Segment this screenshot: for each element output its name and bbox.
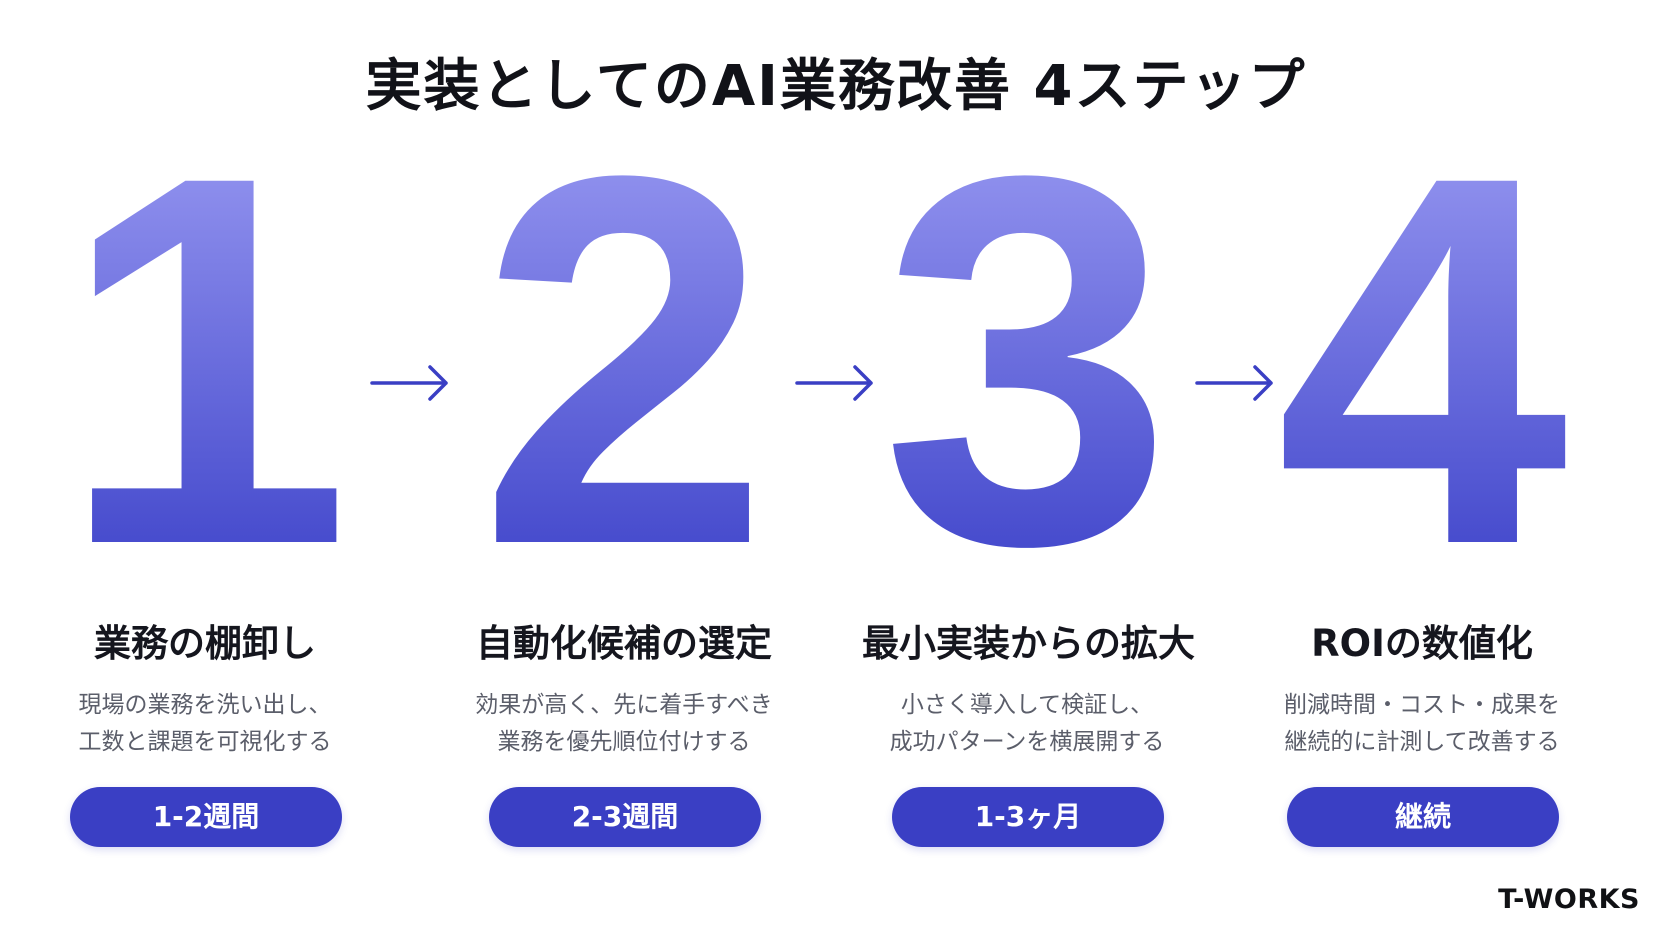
step-number-2: 2 <box>459 150 789 590</box>
step-title-2: 自動化候補の選定 <box>476 622 772 665</box>
duration-badge-3: 1-3ヶ月 <box>892 787 1164 847</box>
step-title-4: ROIの数値化 <box>1311 622 1533 665</box>
arrow-icon <box>1195 361 1277 405</box>
step-number-3: 3 <box>862 150 1192 590</box>
step-description-3-line-1: 小さく導入して検証し、 <box>900 692 1154 718</box>
brand-logo: T-WORKS <box>1498 884 1640 915</box>
step-number-4-glyph: 4 <box>1276 150 1571 590</box>
step-description-3-line-2: 成功パターンを横展開する <box>889 729 1165 755</box>
step-title-1: 業務の棚卸し <box>94 622 316 665</box>
step-3: 3 最小実装からの拡大 小さく導入して検証し、 成功パターンを横展開する 1-3… <box>862 150 1195 870</box>
step-number-1: 1 <box>40 150 370 590</box>
step-description-2-line-1: 効果が高く、先に着手すべき <box>475 692 773 718</box>
duration-badge-1: 1-2週間 <box>70 787 342 847</box>
duration-badge-4: 継続 <box>1287 787 1559 847</box>
step-description-1-line-1: 現場の業務を洗い出し、 <box>78 692 332 718</box>
duration-badge-2: 2-3週間 <box>489 787 761 847</box>
step-2: 2 自動化候補の選定 効果が高く、先に着手すべき 業務を優先順位付けする 2-3… <box>459 150 789 870</box>
step-number-3-glyph: 3 <box>881 150 1173 590</box>
step-title-3: 最小実装からの拡大 <box>862 622 1195 665</box>
step-number-1-glyph: 1 <box>59 150 351 590</box>
page-title: 実装としてのAI業務改善 4ステップ <box>365 54 1307 119</box>
arrow-icon <box>795 361 877 405</box>
step-description-2-line-2: 業務を優先順位付けする <box>497 729 751 755</box>
step-4: 4 ROIの数値化 削減時間・コスト・成果を 継続的に計測して改善する 継続 <box>1257 150 1587 870</box>
step-description-1-line-2: 工数と課題を可視化する <box>78 729 332 755</box>
step-description-4-line-2: 継続的に計測して改善する <box>1284 729 1560 755</box>
step-1: 1 業務の棚卸し 現場の業務を洗い出し、 工数と課題を可視化する 1-2週間 <box>40 150 370 870</box>
step-number-2-glyph: 2 <box>478 150 770 590</box>
arrow-icon <box>370 361 452 405</box>
step-number-4: 4 <box>1257 150 1587 590</box>
step-description-4-line-1: 削減時間・コスト・成果を <box>1284 692 1560 718</box>
